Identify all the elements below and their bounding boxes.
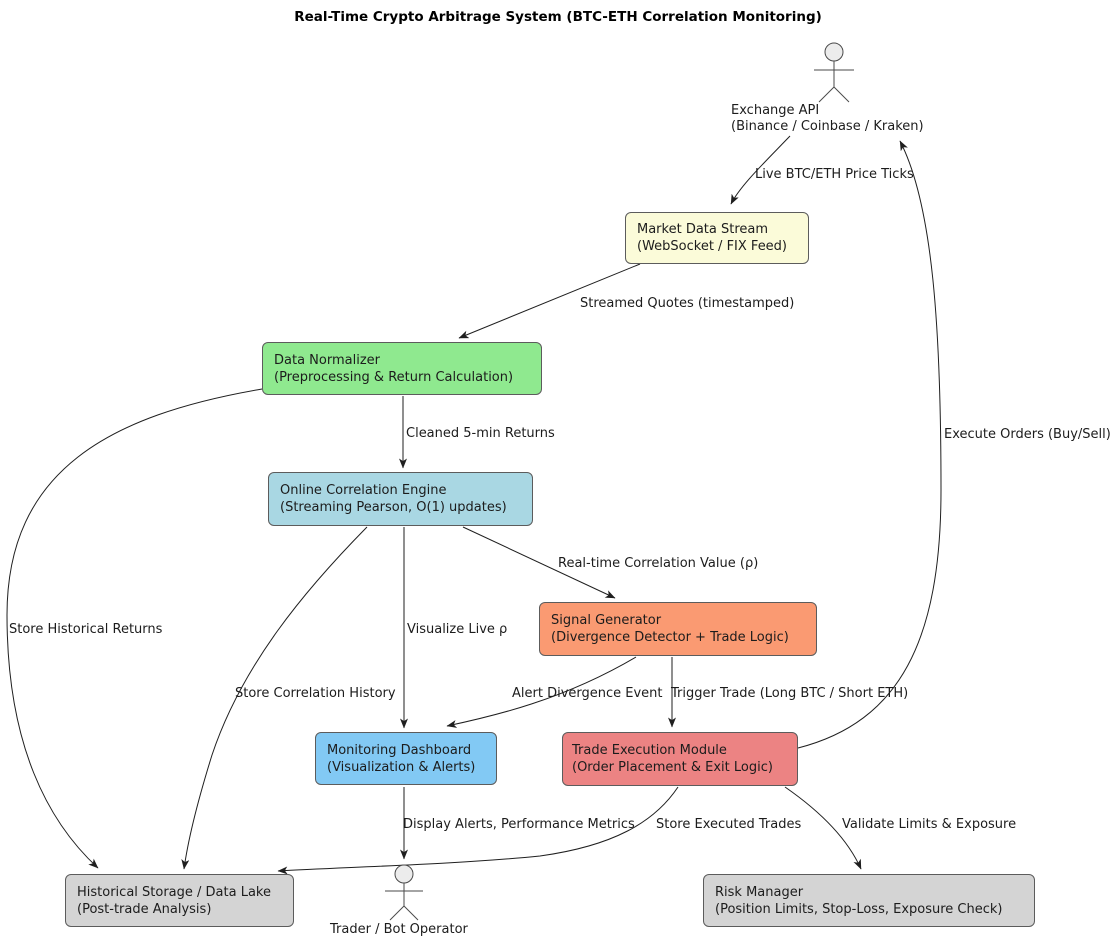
- edge-label-live-ticks: Live BTC/ETH Price Ticks: [755, 167, 914, 182]
- diagram-title: Real-Time Crypto Arbitrage System (BTC-E…: [294, 9, 822, 25]
- edge-label-store-historical-returns: Store Historical Returns: [9, 622, 163, 637]
- exchange-api-actor-icon: [814, 42, 854, 103]
- node-signal-generator: Signal Generator (Divergence Detector + …: [539, 602, 817, 656]
- edge-trade-to-exchange: [797, 140, 942, 749]
- correlation-engine-subtitle: (Streaming Pearson, O(1) updates): [280, 500, 507, 515]
- edge-label-trigger-trade: Trigger Trade (Long BTC / Short ETH): [671, 686, 909, 701]
- node-risk-manager: Risk Manager (Position Limits, Stop-Loss…: [703, 874, 1035, 927]
- data-normalizer-title: Data Normalizer: [274, 352, 380, 368]
- edge-normalizer-to-historical: [6, 388, 263, 869]
- edge-label-cleaned-returns: Cleaned 5-min Returns: [406, 426, 555, 441]
- node-market-data-stream: Market Data Stream (WebSocket / FIX Feed…: [625, 212, 809, 264]
- monitoring-dashboard-title: Monitoring Dashboard: [327, 742, 472, 758]
- signal-generator-subtitle: (Divergence Detector + Trade Logic): [551, 630, 789, 645]
- trade-execution-subtitle: (Order Placement & Exit Logic): [572, 760, 773, 775]
- market-data-stream-title: Market Data Stream: [637, 222, 769, 237]
- monitoring-dashboard-subtitle: (Visualization & Alerts): [327, 759, 476, 775]
- node-monitoring-dashboard: Monitoring Dashboard (Visualization & Al…: [315, 732, 497, 785]
- edge-exchange-to-market-stream: [730, 135, 791, 205]
- signal-generator-title: Signal Generator: [551, 613, 662, 628]
- edge-label-visualize-live-rho: Visualize Live ρ: [407, 622, 508, 637]
- node-correlation-engine: Online Correlation Engine (Streaming Pea…: [268, 472, 533, 526]
- edge-signal-to-dashboard: [446, 656, 637, 728]
- trade-execution-title: Trade Execution Module: [572, 743, 727, 758]
- edge-engine-to-historical: [181, 526, 368, 870]
- edge-label-alert-divergence: Alert Divergence Event: [512, 686, 663, 701]
- historical-storage-title: Historical Storage / Data Lake: [77, 884, 271, 900]
- edge-trade-to-risk: [784, 786, 862, 870]
- edge-label-display-alerts: Display Alerts, Performance Metrics: [403, 817, 635, 832]
- exchange-api-actor-label: Exchange API (Binance / Coinbase / Krake…: [731, 103, 924, 135]
- exchange-api-name: Exchange API: [731, 103, 820, 118]
- data-normalizer-subtitle: (Preprocessing & Return Calculation): [274, 369, 514, 385]
- risk-manager-title: Risk Manager: [715, 884, 804, 900]
- edge-trade-to-historical: [277, 786, 679, 875]
- edge-label-realtime-correlation: Real-time Correlation Value (ρ): [558, 556, 759, 571]
- edge-engine-to-signal: [462, 526, 616, 599]
- risk-manager-subtitle: (Position Limits, Stop-Loss, Exposure Ch…: [715, 901, 1003, 917]
- edge-label-store-executed-trades: Store Executed Trades: [656, 817, 802, 832]
- market-data-stream-subtitle: (WebSocket / FIX Feed): [637, 239, 788, 254]
- correlation-engine-title: Online Correlation Engine: [280, 483, 447, 498]
- node-historical-storage: Historical Storage / Data Lake (Post-tra…: [65, 874, 294, 927]
- exchange-api-subtitle: (Binance / Coinbase / Kraken): [731, 119, 924, 134]
- trader-actor-icon: [385, 864, 423, 921]
- edge-label-validate-limits: Validate Limits & Exposure: [842, 817, 1017, 832]
- trader-actor-label: Trader / Bot Operator: [330, 922, 468, 937]
- historical-storage-subtitle: (Post-trade Analysis): [77, 901, 212, 917]
- node-data-normalizer: Data Normalizer (Preprocessing & Return …: [262, 342, 542, 395]
- exchange-actor-head: [824, 42, 844, 62]
- edge-label-execute-orders: Execute Orders (Buy/Sell): [944, 427, 1111, 442]
- trader-actor-head: [394, 864, 414, 884]
- node-trade-execution: Trade Execution Module (Order Placement …: [562, 732, 798, 786]
- edge-label-store-correlation-history: Store Correlation History: [235, 686, 396, 701]
- edge-market-stream-to-normalizer: [458, 263, 641, 339]
- edge-label-streamed-quotes: Streamed Quotes (timestamped): [580, 296, 795, 311]
